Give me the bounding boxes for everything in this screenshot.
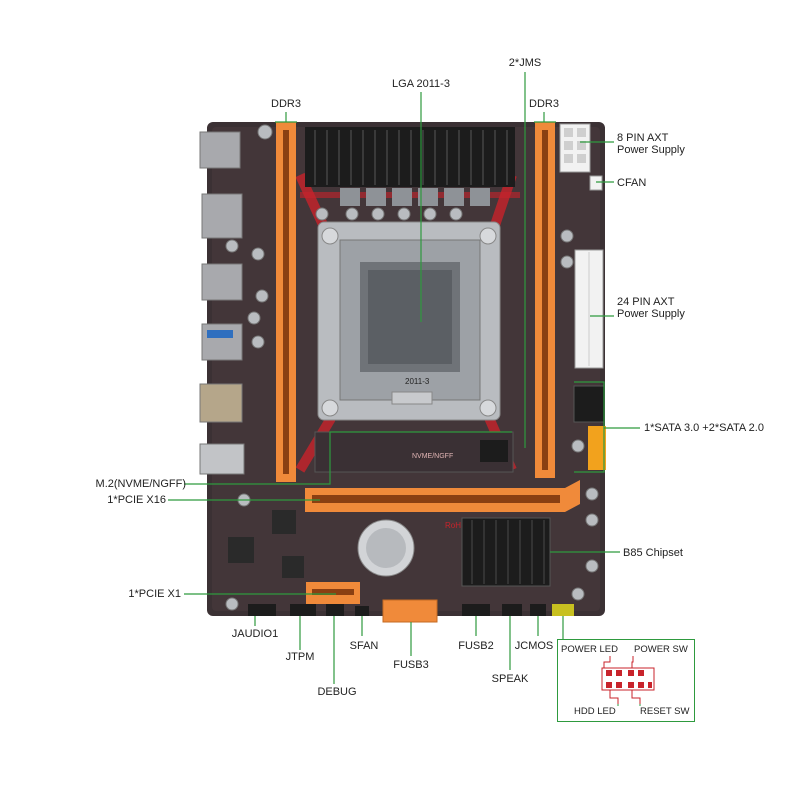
power-24pin-connector xyxy=(574,249,604,369)
rear-io-panel xyxy=(199,131,245,475)
socket-mark: 2011-3 xyxy=(405,377,430,386)
leader-lines xyxy=(168,72,640,684)
cmos-battery xyxy=(357,519,415,577)
b85-chipset-heatsink xyxy=(461,517,551,587)
label-fusb2: FUSB2 xyxy=(458,640,494,652)
label-jaudio1: JAUDIO1 xyxy=(231,628,279,640)
label-b85-chipset: B85 Chipset xyxy=(623,547,683,559)
label-24pin-line1: 24 PIN AXT xyxy=(617,296,675,308)
label-sfan: SFAN xyxy=(349,640,379,652)
label-ddr3-left: DDR3 xyxy=(271,98,301,110)
front-panel-pin-diagram xyxy=(601,656,655,706)
power-8pin-connector xyxy=(559,123,591,173)
label-sata: 1*SATA 3.0 +2*SATA 2.0 xyxy=(644,422,764,434)
label-pcie-x1: 1*PCIE X1 xyxy=(128,588,181,600)
label-speak: SPEAK xyxy=(491,673,529,685)
label-pcie-x16: 1*PCIE X16 xyxy=(107,494,166,506)
label-ddr3-right: DDR3 xyxy=(529,98,559,110)
capacitors xyxy=(225,124,599,611)
m2-slot: NVME/NGFF xyxy=(314,431,514,473)
label-debug: DEBUG xyxy=(317,686,357,698)
vrm-heatsink xyxy=(305,127,515,206)
label-power-sw: POWER SW xyxy=(634,644,688,655)
rohs-mark: RoHS xyxy=(445,521,466,530)
label-jcmos: JCMOS xyxy=(514,640,554,652)
front-panel-pinout: POWER LED POWER SW HDD LED RESET SW xyxy=(557,639,695,722)
bottom-headers xyxy=(248,604,574,616)
label-jtpm: JTPM xyxy=(285,651,315,663)
io-chip xyxy=(272,510,304,578)
m2-mark: NVME/NGFF xyxy=(412,453,453,460)
audio-chip xyxy=(228,537,254,563)
label-power-led: POWER LED xyxy=(561,644,619,655)
cpu-socket: 2011-3 xyxy=(317,221,501,421)
label-24pin-line2: Power Supply xyxy=(617,308,685,320)
label-8pin-power: 8 PIN AXT Power Supply xyxy=(617,132,685,156)
dimm-slot-left xyxy=(276,122,296,482)
label-8pin-line1: 8 PIN AXT xyxy=(617,132,669,144)
label-hdd-led: HDD LED xyxy=(574,706,616,717)
pcie-x1-slot xyxy=(306,582,360,604)
label-cfan: CFAN xyxy=(617,177,647,189)
pcie-x16-slot: RoHS xyxy=(305,480,580,530)
label-24pin-power: 24 PIN AXT Power Supply xyxy=(617,296,685,320)
dimm-slot-right xyxy=(535,122,555,478)
label-8pin-line2: Power Supply xyxy=(617,144,685,156)
label-lga-socket: LGA 2011-3 xyxy=(392,78,450,90)
label-reset-sw: RESET SW xyxy=(640,706,690,717)
label-jms: 2*JMS xyxy=(508,57,542,69)
label-m2: M.2(NVME/NGFF) xyxy=(95,478,186,490)
label-fusb3: FUSB3 xyxy=(393,659,429,671)
sata-ports xyxy=(573,385,606,470)
cpu-fan-header xyxy=(589,175,603,191)
fusb3-header xyxy=(382,599,438,623)
